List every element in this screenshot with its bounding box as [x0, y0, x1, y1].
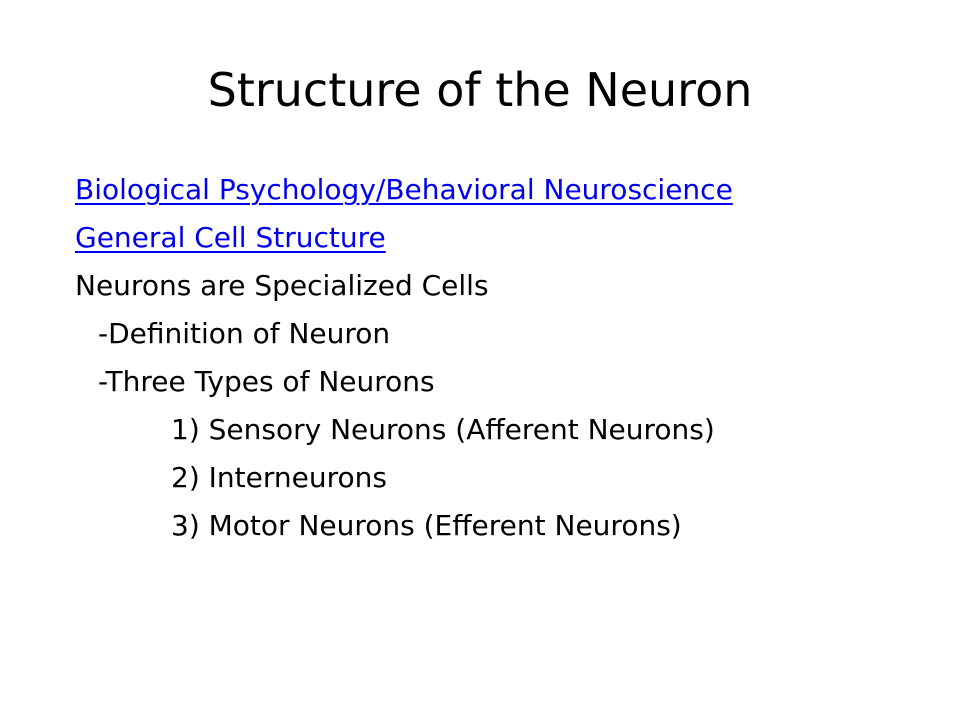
bullet-neurons-specialized: Neurons are Specialized Cells — [75, 269, 489, 302]
bullet-three-types: -Three Types of Neurons — [98, 365, 435, 398]
bullet-definition-of-neuron: -Definition of Neuron — [98, 317, 391, 350]
slide-body: Biological Psychology/Behavioral Neurosc… — [75, 166, 935, 550]
slide-title: Structure of the Neuron — [207, 63, 753, 117]
bullet-motor-neurons: 3) Motor Neurons (Efferent Neurons) — [171, 509, 682, 542]
bullet-interneurons: 2) Interneurons — [171, 461, 387, 494]
link-general-cell-structure[interactable]: General Cell Structure — [75, 221, 386, 254]
bullet-sensory-neurons: 1) Sensory Neurons (Afferent Neurons) — [171, 413, 715, 446]
link-biological-psychology[interactable]: Biological Psychology/Behavioral Neurosc… — [75, 173, 733, 206]
